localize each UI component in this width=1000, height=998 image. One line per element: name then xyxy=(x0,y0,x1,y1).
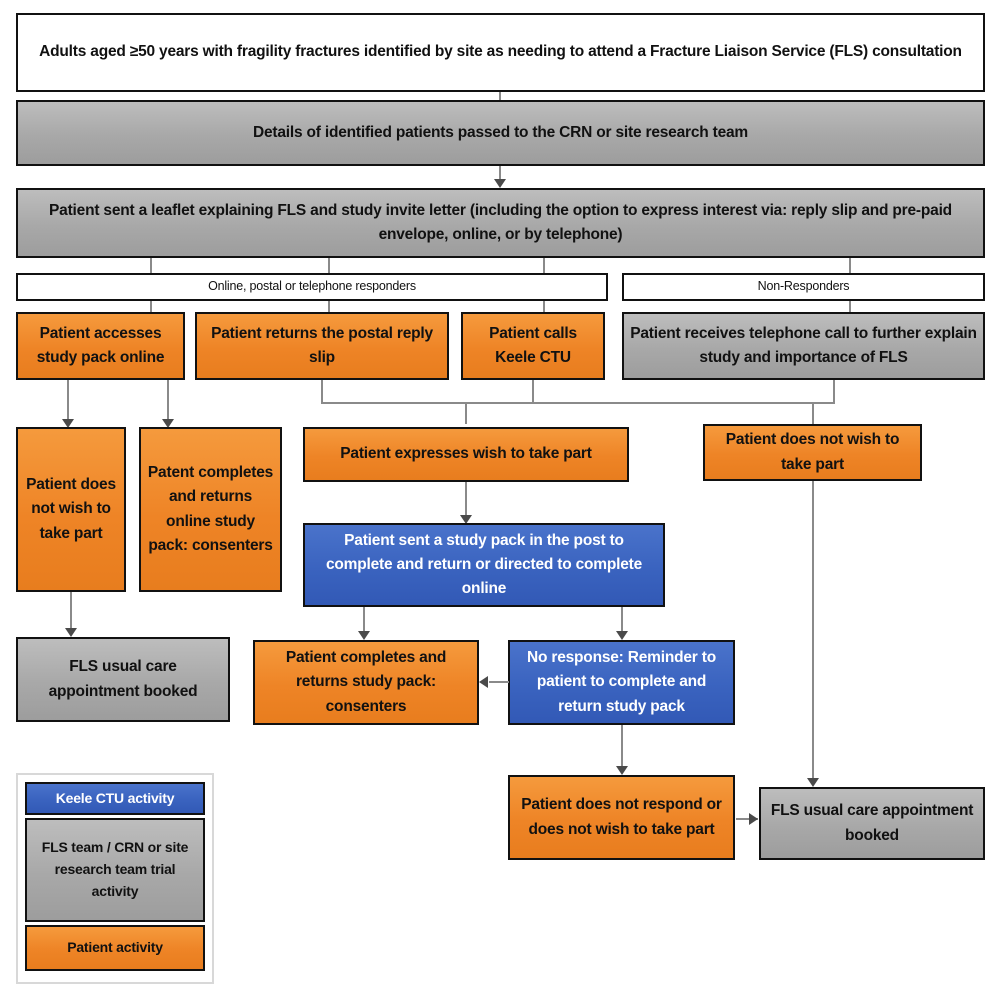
connector-studypack-to-completes xyxy=(363,607,365,632)
node-no-response-or-declines: Patient does not respond or does not wis… xyxy=(508,775,735,860)
arrow-noresponse-to-fls xyxy=(749,813,758,825)
arrow-decline-right-to-fls xyxy=(807,778,819,787)
connector-expresses-to-studypack xyxy=(465,482,467,516)
node-study-pack-posted: Patient sent a study pack in the post to… xyxy=(303,523,665,607)
node-patient-declines-right: Patient does not wish to take part xyxy=(703,424,922,481)
arrow-reminder-to-noresponse xyxy=(616,766,628,775)
node-receives-telephone-call: Patient receives telephone call to furth… xyxy=(622,312,985,380)
connector-leaflet-split-b xyxy=(328,258,330,273)
legend-panel: Keele CTU activity FLS team / CRN or sit… xyxy=(16,773,214,984)
connector-nonresponders-to-telephone xyxy=(849,301,851,312)
node-reminder-to-complete: No response: Reminder to patient to comp… xyxy=(508,640,735,725)
connector-decline-right-to-fls xyxy=(812,481,814,779)
arrow-online-to-decline xyxy=(62,419,74,428)
node-fls-usual-care-right: FLS usual care appointment booked xyxy=(759,787,985,860)
arrow-details-to-leaflet xyxy=(494,179,506,188)
node-completes-online-study-pack: Patent completes and returns online stud… xyxy=(139,427,282,592)
connector-online-to-decline xyxy=(67,380,69,420)
node-details-passed: Details of identified patients passed to… xyxy=(16,100,985,166)
connector-leaflet-split-d xyxy=(849,258,851,273)
arrow-reminder-to-completes xyxy=(479,676,488,688)
node-expresses-wish-to-take-part: Patient expresses wish to take part xyxy=(303,427,629,482)
connector-responders-to-postal xyxy=(328,301,330,312)
connector-eligible-to-details xyxy=(499,92,501,100)
arrow-studypack-to-reminder xyxy=(616,631,628,640)
node-patient-declines-left: Patient does not wish to take part xyxy=(16,427,126,592)
node-fls-usual-care-left: FLS usual care appointment booked xyxy=(16,637,230,722)
connector-bus-to-expresses xyxy=(465,402,467,424)
connector-bus-to-decline-right xyxy=(812,402,814,424)
node-eligible-patients: Adults aged ≥50 years with fragility fra… xyxy=(16,13,985,92)
connector-responders-to-call xyxy=(543,301,545,312)
connector-postal-down xyxy=(321,380,323,402)
connector-noresponse-to-fls xyxy=(736,818,758,820)
node-accesses-study-pack-online: Patient accesses study pack online xyxy=(16,312,185,380)
label-non-responders: Non-Responders xyxy=(622,273,985,301)
connector-online-to-completes xyxy=(167,380,169,420)
label-responders: Online, postal or telephone responders xyxy=(16,273,608,301)
node-leaflet-sent: Patient sent a leaflet explaining FLS an… xyxy=(16,188,985,258)
connector-telephone-down xyxy=(833,380,835,402)
connector-responders-to-online xyxy=(150,301,152,312)
node-returns-postal-reply-slip: Patient returns the postal reply slip xyxy=(195,312,449,380)
arrow-decline-left-to-fls xyxy=(65,628,77,637)
connector-details-to-leaflet xyxy=(499,166,501,180)
connector-studypack-to-reminder xyxy=(621,607,623,632)
arrow-online-to-completes xyxy=(162,419,174,428)
connector-decline-left-to-fls xyxy=(70,592,72,629)
connector-reminder-to-completes xyxy=(489,681,509,683)
arrow-expresses-to-studypack xyxy=(460,515,472,524)
connector-leaflet-split-c xyxy=(543,258,545,273)
connector-reminder-to-noresponse xyxy=(621,725,623,767)
connector-leaflet-split-a xyxy=(150,258,152,273)
legend-item-fls-team: FLS team / CRN or site research team tri… xyxy=(25,818,205,922)
legend-item-patient-activity: Patient activity xyxy=(25,925,205,971)
node-calls-keele-ctu: Patient calls Keele CTU xyxy=(461,312,605,380)
connector-bus-horizontal xyxy=(321,402,835,404)
arrow-studypack-to-completes xyxy=(358,631,370,640)
connector-calls-down xyxy=(532,380,534,402)
node-completes-returns-study-pack: Patient completes and returns study pack… xyxy=(253,640,479,725)
legend-item-keele-ctu: Keele CTU activity xyxy=(25,782,205,815)
